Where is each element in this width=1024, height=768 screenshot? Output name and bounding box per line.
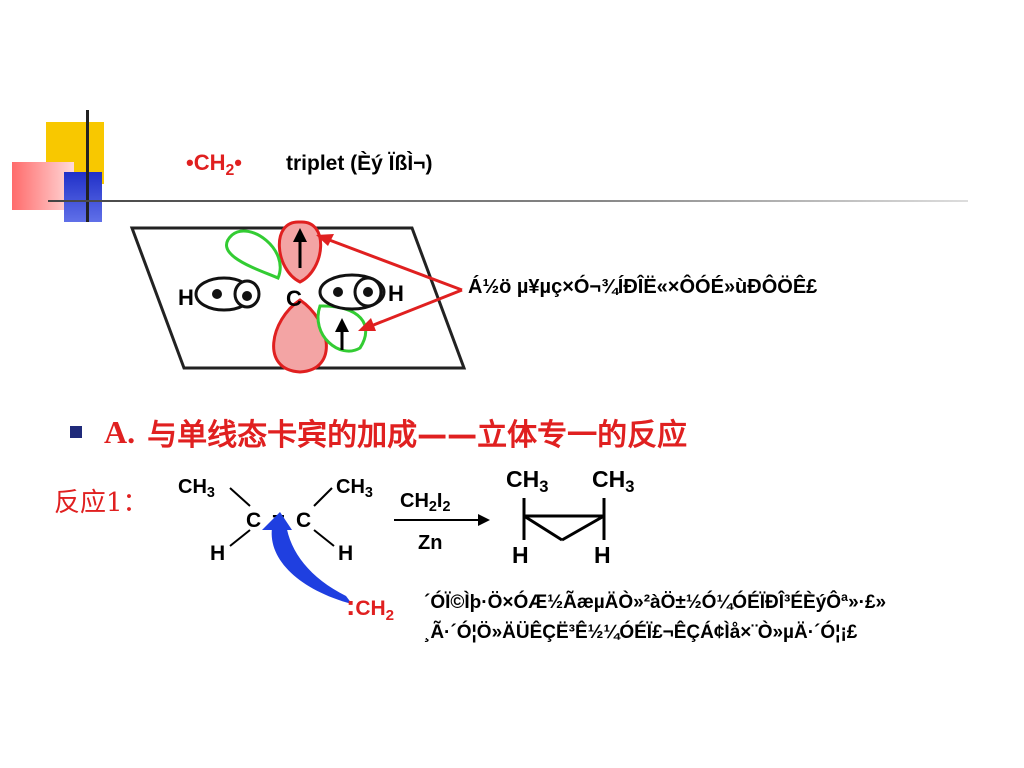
deco-blue-square (64, 172, 102, 222)
bond-line (229, 487, 251, 507)
subscript-3: 3 (539, 476, 549, 496)
spin-arrowhead (293, 228, 307, 242)
sp2-orbital-green-upper (225, 229, 282, 280)
reaction-arrowhead (478, 514, 490, 526)
subscript-3: 3 (625, 476, 635, 496)
deco-horizontal-line (48, 200, 968, 202)
ch3-text: CH (178, 476, 207, 498)
atom-h-left: H (178, 285, 194, 310)
radical-dot: • (186, 150, 194, 175)
deco-red-gradient (12, 162, 74, 210)
section-heading-row: A. 与单线态卡宾的加成——立体专一的反应 (70, 410, 687, 454)
explanation-line-2: ¸Ã·´Ó¦Ö»ÄÜÊÇË³Ê½¼ÓÉÏ£¬ÊÇÁ¢Ìå×¨Ò»µÄ·´Ó¦¡£ (424, 622, 858, 643)
pointer-line-lower (365, 288, 463, 330)
pointer-arrowhead (358, 318, 376, 331)
section-heading: 与单线态卡宾的加成——立体专一的反应 (147, 418, 688, 453)
carbene-attack-arrow-icon (271, 524, 352, 604)
electron-dot (333, 287, 343, 297)
cyclopropane-bond (523, 514, 563, 542)
section-letter: A. (104, 413, 136, 450)
electron-dot (212, 289, 222, 299)
reagent-i-text: I (436, 490, 443, 512)
triplet-label: triplet (Èý ÏßÌ¬) (286, 152, 433, 175)
product-ch3-right: CH3 (592, 466, 635, 496)
deco-vertical-line (86, 110, 89, 222)
lone-pair-icon: : (346, 590, 356, 621)
subscript-2: 2 (428, 499, 437, 516)
product-ch3-left: CH3 (506, 466, 549, 496)
carbene-subscript: 2 (385, 606, 395, 624)
atom-c-center: C (286, 286, 302, 311)
radical-dot: • (234, 150, 242, 175)
pointer-line-upper (323, 236, 463, 292)
reactant-ch3-right: CH3 (336, 476, 373, 502)
subscript-3: 3 (206, 485, 215, 502)
triplet-carbene-formula: •CH2• (186, 150, 242, 179)
pointer-arrowhead (316, 234, 334, 246)
attack-arrowhead (262, 512, 292, 530)
electron-dot (242, 291, 252, 301)
reagent-zn: Zn (418, 532, 443, 554)
product-h-right: H (594, 542, 611, 568)
reactant-h-left: H (210, 542, 226, 565)
ch2-text: CH (193, 150, 226, 175)
atom-h-right: H (388, 281, 404, 306)
subscript-2: 2 (442, 499, 451, 516)
ch2-subscript: 2 (225, 161, 235, 179)
ch3-text: CH (506, 466, 540, 492)
carbene-ch-text: CH (355, 597, 386, 620)
reactant-ch3-left: CH3 (178, 476, 215, 502)
singlet-carbene: :CH2 (346, 590, 395, 624)
reagent-ch-text: CH (400, 490, 429, 512)
bond-line (313, 487, 333, 507)
orbital-garbled-label: Á½ö µ¥µç×Ó¬¾ÍÐÎË«×ÔÓÉ»ùÐÔÖÊ£ (468, 276, 818, 298)
reaction-label: 反应1： (54, 488, 149, 518)
orbital-diagram: H H C (129, 220, 467, 374)
bond-line (313, 529, 335, 547)
ch3-text: CH (592, 466, 626, 492)
explanation-line-1: ´ÓÏ©Ìþ·Ö×ÓÆ½ÃæµÄÒ»²àÖ±½Ó¼ÓÉÏÐÎ³ÉÈýÔª»·£» (424, 592, 887, 613)
reactant-carbon-right: C (296, 509, 312, 532)
electron-dot (363, 287, 373, 297)
cyclopropane-bond (561, 514, 605, 542)
reactant-h-right: H (338, 542, 354, 565)
product-h-left: H (512, 542, 529, 568)
ch3-text: CH (336, 476, 365, 498)
reactant-carbon-left: C (246, 509, 262, 532)
spin-arrowhead (335, 318, 349, 332)
reagent-ch2i2: CH2I2 (400, 490, 451, 516)
bullet-square-icon (70, 426, 82, 438)
subscript-3: 3 (364, 485, 373, 502)
molecular-plane (129, 226, 467, 370)
bond-line (229, 529, 251, 547)
